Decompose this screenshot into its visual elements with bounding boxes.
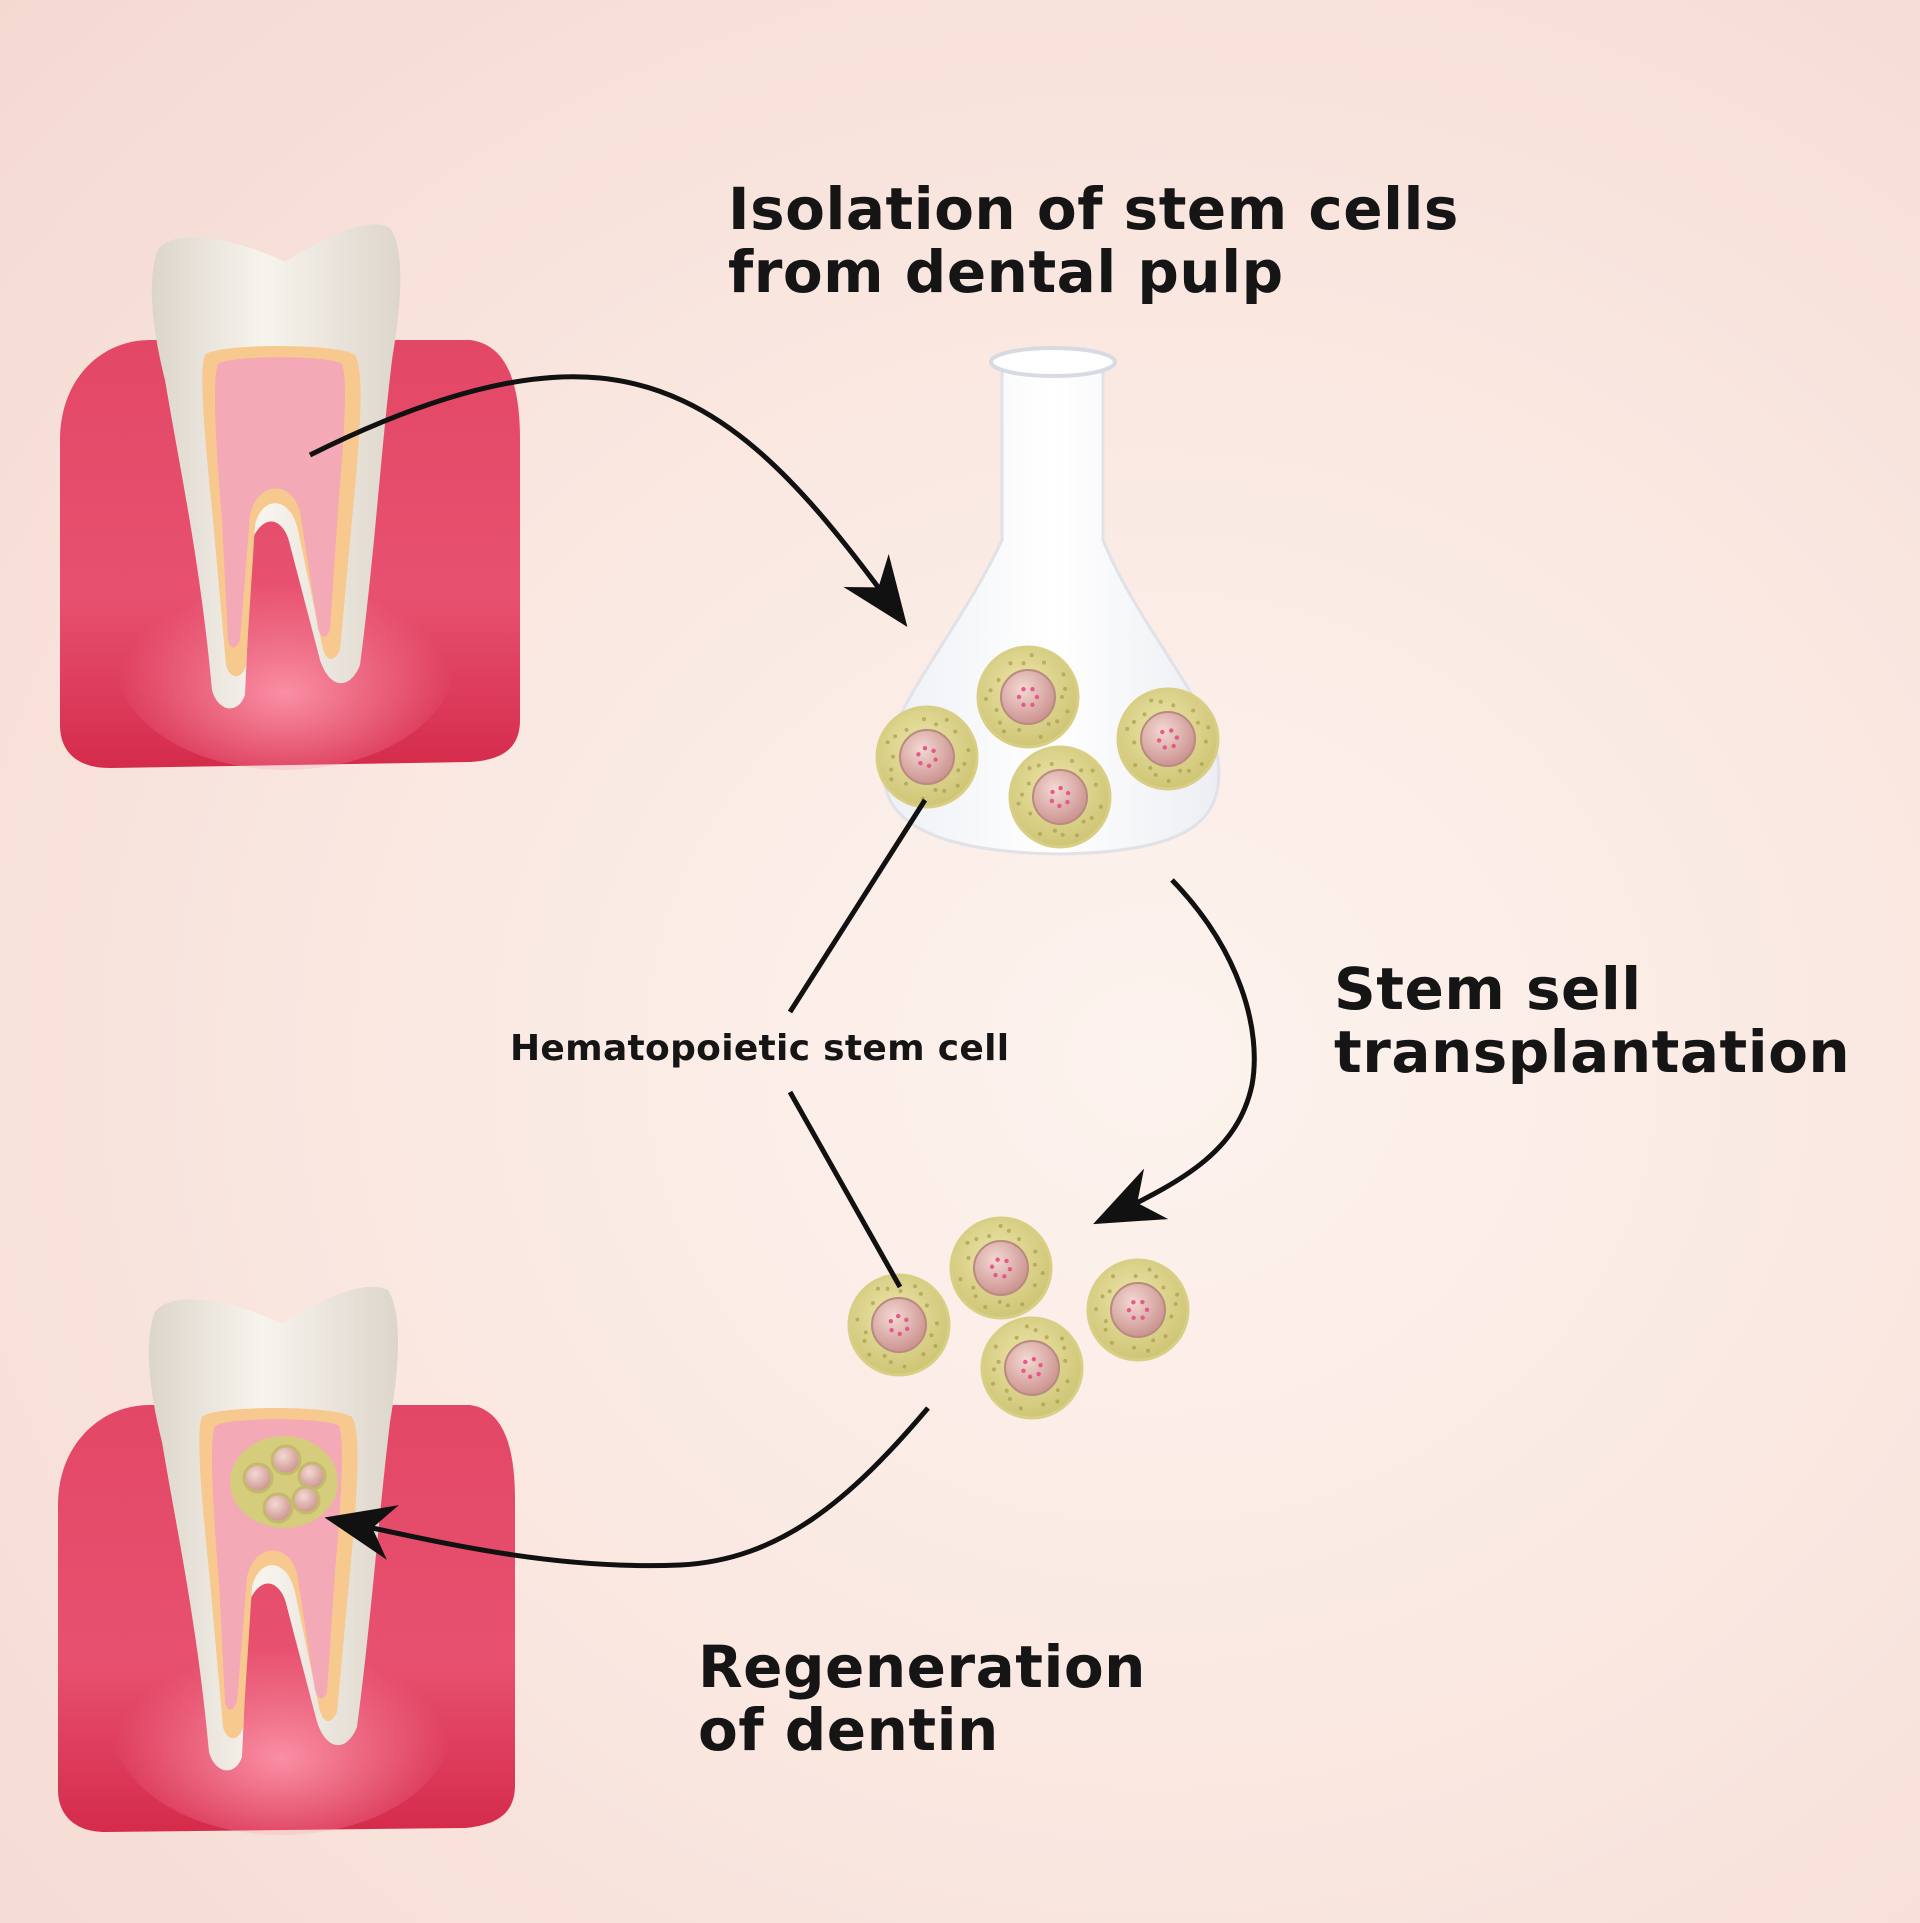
hemato-pointer-upper — [787, 798, 928, 1014]
stem-cell — [1086, 1258, 1190, 1362]
flask-rim — [989, 346, 1117, 378]
pulp-top — [215, 357, 345, 648]
label-regeneration-line1: Regeneration — [698, 1633, 1146, 1701]
label-transplantation-line1: Stem sell — [1334, 955, 1642, 1023]
label-isolation: Isolation of stem cells from dental pulp — [728, 178, 1459, 303]
label-hematopoietic: Hematopoietic stem cell — [510, 1028, 1010, 1069]
arrow-transplantation — [1093, 878, 1257, 1225]
tooth-bottom — [58, 1286, 515, 1835]
label-isolation-line2: from dental pulp — [728, 237, 1284, 306]
label-transplantation-line2: transplantation — [1334, 1017, 1851, 1086]
label-regeneration: Regeneration of dentin — [698, 1636, 1146, 1761]
stem-cell — [1116, 687, 1220, 791]
stem-cell — [976, 645, 1080, 749]
label-isolation-line1: Isolation of stem cells — [728, 175, 1459, 243]
gum-bottom-highlight — [112, 1615, 452, 1835]
label-regeneration-line2: of dentin — [698, 1695, 999, 1764]
stem-cells — [847, 645, 1220, 1420]
stem-cell — [980, 1316, 1084, 1420]
stem-cell — [875, 705, 979, 809]
gum-top-highlight — [115, 550, 455, 770]
label-transplantation: Stem sell transplantation — [1334, 958, 1850, 1083]
regenerating-cell-cluster — [230, 1436, 338, 1528]
tooth-top — [60, 224, 520, 770]
stem-cell — [1008, 745, 1112, 849]
stem-cell — [949, 1216, 1053, 1320]
arrow-regeneration — [324, 1406, 930, 1569]
hemato-pointer-lower — [787, 1090, 903, 1289]
arrow-isolation — [308, 374, 908, 627]
stem-cell — [847, 1273, 951, 1377]
